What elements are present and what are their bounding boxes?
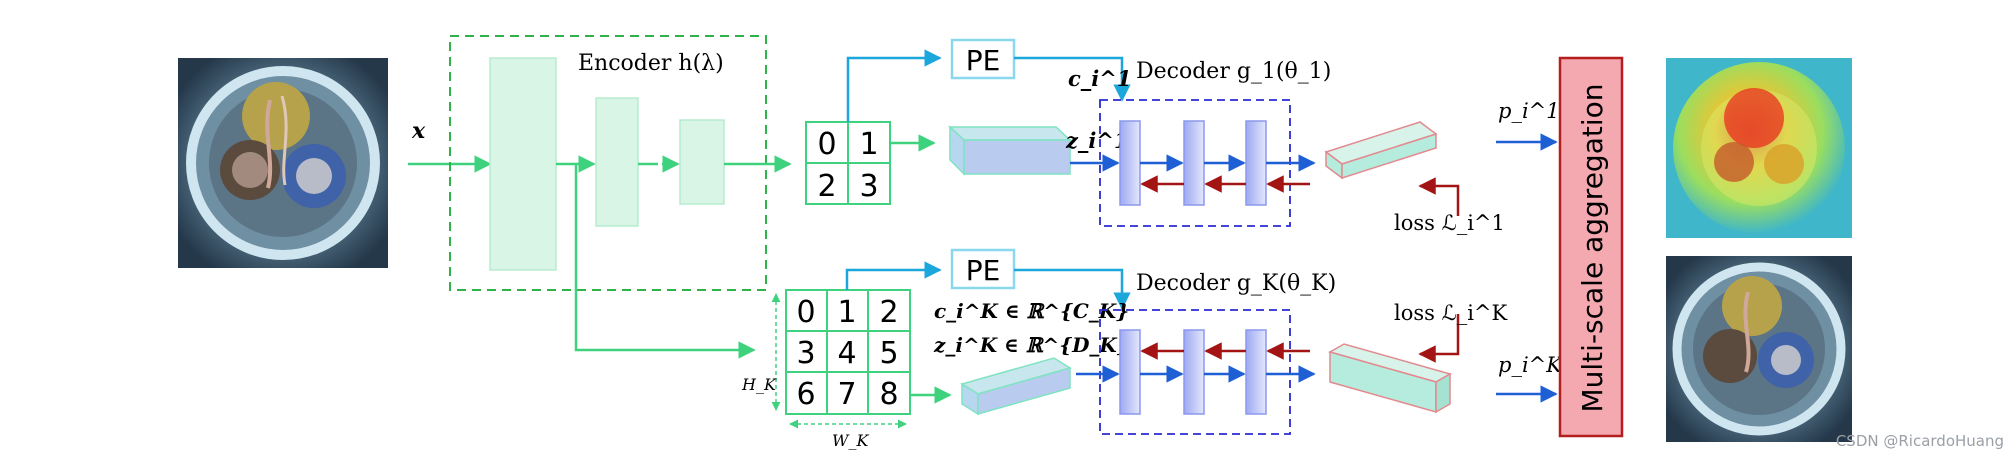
p1-label: p_i^1 — [1498, 99, 1560, 123]
decoderK-block-2 — [1183, 329, 1205, 415]
decoderK-label: Decoder g_K(θ_K) — [1136, 271, 1336, 296]
grid1-cell-1: 1 — [859, 127, 878, 162]
grid1-cell-2: 2 — [817, 169, 836, 204]
decoder1-block-2 — [1183, 120, 1205, 206]
lossK-label: loss ℒ_i^K — [1394, 301, 1508, 325]
grid1-cell-0: 0 — [817, 127, 836, 162]
pe-box-K — [950, 248, 1016, 290]
pe-label-K: PE — [966, 254, 1001, 287]
cable-photo-output — [1666, 256, 1852, 442]
feature-token-scaleK — [960, 357, 1072, 416]
gridK-cell-8: 8 — [879, 377, 898, 412]
output-token-scaleK — [1328, 343, 1452, 414]
peK-to-decoder-arrow — [1014, 268, 1131, 310]
encoder-output-arrow-K — [574, 164, 756, 359]
encoder-layer-2 — [595, 97, 639, 227]
gridK-cell-2: 2 — [879, 295, 898, 330]
output-token-scale1 — [1324, 121, 1438, 180]
gridK-cell-0: 0 — [796, 295, 815, 330]
pe1-to-decoder-arrow — [1014, 56, 1131, 102]
watermark: CSDN @RicardoHuang — [1836, 432, 2004, 450]
anomaly-heatmap-output — [1666, 58, 1852, 238]
decoder1-block-1 — [1119, 120, 1141, 206]
encoder-layer-1 — [489, 57, 557, 271]
aggregation-box — [1558, 56, 1624, 438]
pe-label-1: PE — [966, 44, 1001, 77]
gridK-cell-7: 7 — [837, 377, 856, 412]
height-dimension-label: H_K — [741, 375, 777, 394]
c1-label: c_i^1 — [1068, 66, 1131, 91]
gridK-cell-6: 6 — [796, 377, 815, 412]
gridK-cell-1: 1 — [837, 295, 856, 330]
encoder-label: Encoder h(λ) — [578, 51, 724, 76]
decoder1-block-3 — [1245, 120, 1267, 206]
patch-grid-scaleK: 0 1 2 3 4 5 6 7 8 — [785, 289, 911, 415]
pe-box-1 — [950, 38, 1016, 80]
pK-label: p_i^K — [1498, 353, 1563, 377]
loss1-label: loss ℒ_i^1 — [1394, 211, 1505, 235]
loss1-arrow — [1418, 177, 1460, 216]
grid1-to-pe-arrow — [846, 49, 942, 122]
cK-label: c_i^K ∈ ℝ^{C_K} — [934, 299, 1129, 323]
cable-photo-input — [178, 58, 388, 268]
width-dimension-label: W_K — [832, 431, 869, 450]
decoder1-label: Decoder g_1(θ_1) — [1136, 59, 1331, 84]
decoderK-block-1 — [1119, 329, 1141, 415]
decoderK-block-3 — [1245, 329, 1267, 415]
lossK-arrow — [1418, 314, 1460, 363]
z1-label: z_i^1 — [1065, 128, 1129, 153]
encoder-layer-3 — [679, 119, 725, 205]
decoderK-box — [1099, 309, 1291, 435]
gridK-cell-5: 5 — [879, 336, 898, 371]
aggregation-label: Multi-scale aggregation — [1576, 84, 1609, 413]
grid1-cell-3: 3 — [859, 169, 878, 204]
patch-grid-scale1: 0 1 2 3 — [805, 121, 891, 205]
zK-label: z_i^K ∈ ℝ^{D_K} — [933, 333, 1130, 357]
feature-token-scale1 — [948, 125, 1072, 176]
input-symbol: x — [411, 118, 426, 144]
gridK-cell-3: 3 — [796, 336, 815, 371]
gridK-cell-4: 4 — [837, 336, 856, 371]
gridK-to-pe-arrow — [845, 261, 942, 290]
